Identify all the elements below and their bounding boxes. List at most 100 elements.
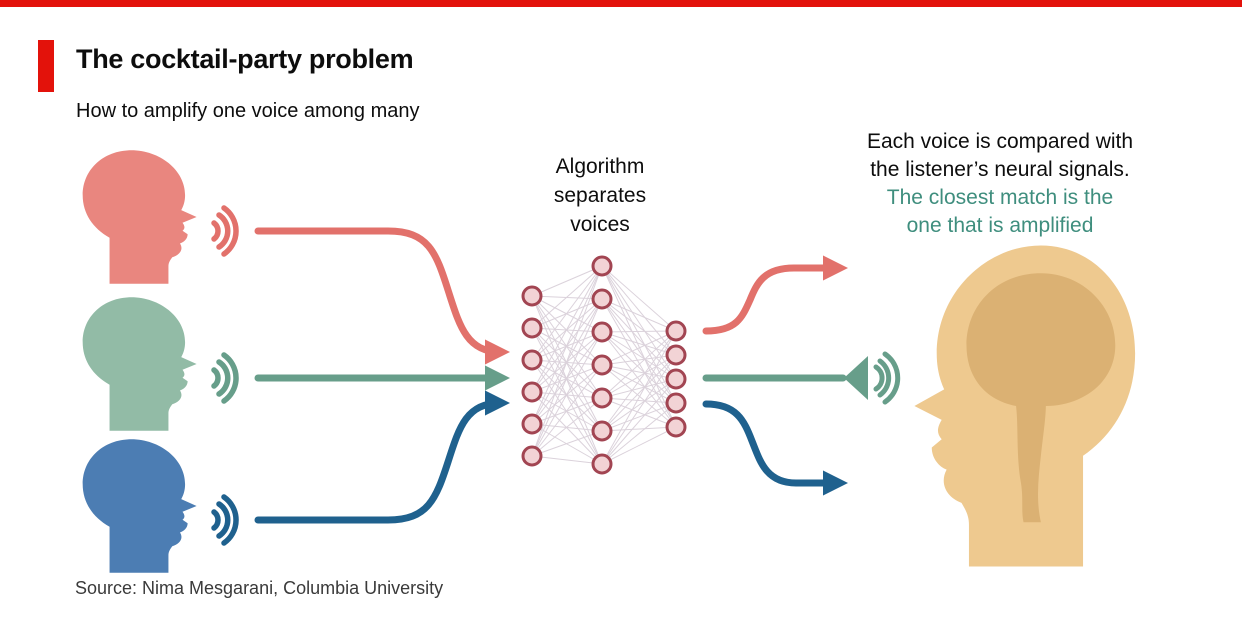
network-link: [601, 354, 677, 399]
head-silhouette: [82, 439, 197, 573]
network-link: [601, 330, 677, 333]
network-node: [521, 285, 543, 307]
network-link: [601, 298, 677, 404]
network-link: [601, 265, 677, 428]
network-link: [601, 364, 677, 404]
arrow-red-input: [254, 227, 511, 365]
network-link: [531, 331, 603, 425]
network-link: [601, 364, 677, 428]
speaker-head-green: [82, 297, 197, 431]
network-link: [531, 364, 603, 425]
network-node: [591, 420, 613, 442]
network-link: [601, 330, 677, 399]
network-link: [601, 378, 677, 399]
sound-wave-red-icon: [211, 205, 239, 257]
sound-wave-arcs: [211, 352, 239, 404]
sound-wave-blue-icon: [211, 494, 239, 546]
network-link: [601, 378, 677, 465]
network-link: [531, 364, 603, 393]
network-link: [601, 330, 677, 366]
network-link: [531, 295, 603, 399]
network-link: [601, 298, 677, 356]
network-link: [531, 327, 603, 366]
page-title: The cocktail-party problem: [76, 44, 414, 74]
network-link: [531, 331, 603, 393]
source-attribution: Source: Nima Mesgarani, Columbia Univers…: [75, 578, 444, 598]
loudspeaker-arcs: [873, 351, 901, 405]
network-link: [531, 391, 603, 432]
network-link: [601, 298, 677, 380]
arrow-blue-input: [254, 390, 511, 524]
network-node: [591, 354, 613, 376]
network-link: [531, 327, 603, 465]
listener-caption: Each voice is compared with the listener…: [840, 128, 1160, 240]
network-node: [665, 416, 687, 438]
network-link: [531, 397, 603, 425]
network-link: [531, 331, 603, 361]
algorithm-label: Algorithm separates voices: [490, 152, 710, 239]
caption-line: Each voice is compared with: [866, 130, 1134, 153]
speaker-head-red: [82, 150, 197, 284]
network-link: [601, 298, 677, 428]
head-silhouette: [82, 150, 197, 284]
loudspeaker-cone: [844, 356, 868, 400]
network-link: [601, 402, 677, 432]
network-node: [521, 413, 543, 435]
network-link: [531, 265, 603, 457]
network-link: [601, 331, 677, 428]
network-link: [531, 298, 603, 329]
network-link: [531, 391, 603, 399]
network-node: [591, 255, 613, 277]
network-link: [601, 298, 677, 332]
network-link: [531, 364, 603, 457]
network-link: [531, 295, 603, 366]
page-subtitle: How to amplify one voice among many: [76, 100, 420, 122]
top-accent-bar: [0, 0, 1242, 7]
arrow-red-output: [702, 255, 849, 335]
speaker-head-blue: [82, 439, 197, 573]
network-link: [601, 265, 677, 404]
network-link: [531, 423, 603, 465]
network-link: [531, 359, 603, 399]
network-link: [601, 265, 677, 356]
network-link: [531, 265, 603, 297]
network-link: [601, 354, 677, 366]
network-link: [601, 331, 677, 380]
network-link: [601, 265, 677, 332]
network-link: [531, 298, 603, 361]
network-link: [601, 331, 677, 404]
network-link: [531, 331, 603, 457]
network-link: [531, 295, 603, 333]
network-node: [521, 445, 543, 467]
network-link: [601, 426, 677, 432]
network-link: [601, 330, 677, 465]
network-link: [531, 265, 603, 393]
network-node: [591, 387, 613, 409]
network-link: [531, 298, 603, 457]
head-silhouette: [82, 297, 197, 431]
network-link: [531, 298, 603, 393]
network-link: [601, 364, 677, 380]
network-node: [521, 381, 543, 403]
network-link: [601, 378, 677, 432]
caption-line: the listener’s neural signals.: [870, 158, 1130, 181]
network-node: [591, 288, 613, 310]
network-link: [601, 354, 677, 432]
network-node: [665, 368, 687, 390]
sound-wave-arcs: [211, 494, 239, 546]
arrow-blue-output: [702, 400, 849, 496]
caption-highlight-line: one that is amplified: [906, 214, 1094, 237]
network-link: [531, 265, 603, 425]
algorithm-label-line: separates: [553, 184, 647, 207]
network-node: [591, 321, 613, 343]
brain-shape: [966, 273, 1116, 523]
network-node: [591, 453, 613, 475]
title-accent-block: [38, 40, 54, 92]
network-link: [531, 455, 603, 465]
network-link: [601, 354, 677, 465]
network-link: [531, 295, 603, 432]
network-link: [531, 327, 603, 399]
network-link: [601, 331, 677, 356]
network-node: [521, 317, 543, 339]
